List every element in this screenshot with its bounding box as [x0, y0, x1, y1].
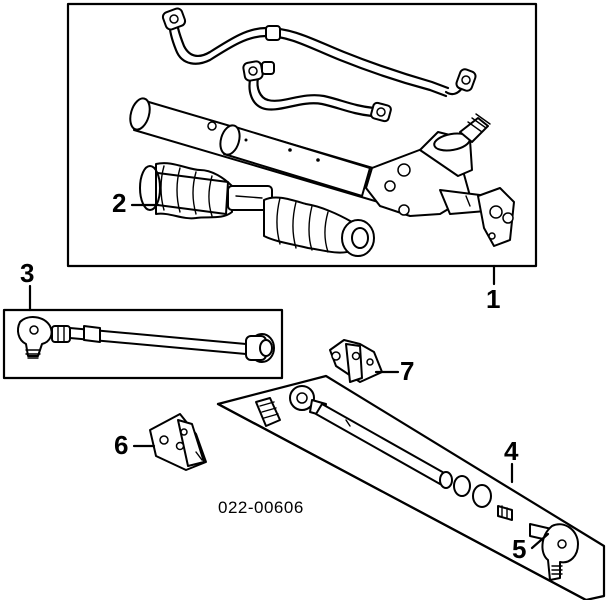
callout-5-leader	[530, 532, 550, 550]
callout-5: 5	[512, 534, 527, 564]
callout-6: 6	[114, 430, 129, 460]
inner-tie-rod-assembly	[255, 385, 579, 581]
hydraulic-line-lower	[242, 60, 392, 123]
mounting-bracket-6	[149, 413, 207, 471]
callout-1: 1	[486, 284, 501, 314]
pinion-valve-body	[365, 113, 515, 247]
rack-boot-left	[139, 162, 273, 220]
rack-boot-right	[263, 196, 375, 257]
callout-2: 2	[112, 188, 127, 218]
hydraulic-line-upper	[161, 7, 477, 98]
callout-4: 4	[504, 436, 519, 466]
tie-rod-end-assembly	[17, 316, 275, 363]
callout-7: 7	[400, 356, 415, 386]
drawing-number: 022-00606	[218, 498, 304, 517]
mounting-bracket-7	[329, 339, 383, 383]
inner-tie-rod-frame	[216, 374, 606, 600]
rack-assembly-frame	[66, 2, 538, 268]
rack-housing	[129, 97, 401, 207]
tie-rod-end-frame	[2, 308, 284, 380]
callout-3: 3	[20, 258, 35, 288]
